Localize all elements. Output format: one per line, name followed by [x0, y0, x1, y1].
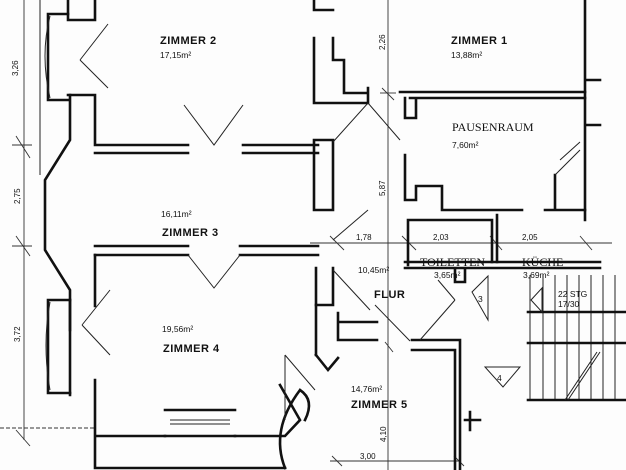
room-name-flur: FLUR	[374, 289, 405, 301]
marker-4-label: 4	[497, 373, 502, 383]
room-name-zimmer-5: ZIMMER 5	[351, 399, 408, 411]
room-name-zimmer-4: ZIMMER 4	[163, 343, 220, 355]
dim-kueche-width: 2,05	[522, 233, 538, 242]
staircase	[526, 275, 626, 402]
dim-center-mid: 5,87	[378, 180, 387, 196]
dim-left-top: 3,26	[11, 60, 20, 76]
room-area-zimmer-3: 16,11m²	[161, 209, 192, 219]
dim-left-bottom: 3,72	[13, 326, 22, 342]
dim-center-top: 2,26	[378, 34, 387, 50]
direction-markers: 3 4	[471, 274, 543, 388]
dim-center-bottom: 4,10	[379, 426, 388, 442]
dimension-lines	[0, 0, 612, 470]
dim-left-mid: 2,75	[13, 188, 22, 204]
room-name-pausenraum: PAUSENRAUM	[452, 120, 534, 134]
room-area-zimmer-5: 14,76m²	[351, 384, 382, 394]
stairs-steps: 22 STG	[558, 289, 587, 299]
dim-zimmer5-width: 3,00	[360, 452, 376, 461]
room-name-zimmer-1: ZIMMER 1	[451, 35, 508, 47]
room-name-zimmer-2: ZIMMER 2	[160, 35, 217, 47]
room-name-zimmer-3: ZIMMER 3	[162, 227, 219, 239]
room-area-flur: 10,45m²	[358, 265, 389, 275]
stairs-ratio: 17/30	[558, 299, 580, 309]
marker-3-label: 3	[478, 294, 483, 304]
room-area-zimmer-4: 19,56m²	[162, 324, 193, 334]
room-area-zimmer-1: 13,88m²	[451, 50, 482, 60]
dim-toiletten-width: 2,03	[433, 233, 449, 242]
marker-4-triangle	[483, 366, 522, 388]
room-area-toiletten: 3,65m²	[434, 270, 461, 280]
room-name-toiletten: TOILETTEN	[420, 255, 485, 269]
room-name-kueche: KÜCHE	[522, 255, 563, 269]
dim-flur-width: 1,78	[356, 233, 372, 242]
stairs-arrow	[530, 286, 543, 314]
room-area-pausenraum: 7,60m²	[452, 140, 479, 150]
room-area-kueche: 3,69m²	[523, 270, 550, 280]
walls	[39, 0, 626, 470]
door-swings	[79, 23, 581, 420]
marker-3-triangle	[471, 274, 489, 322]
room-area-zimmer-2: 17,15m²	[160, 50, 191, 60]
